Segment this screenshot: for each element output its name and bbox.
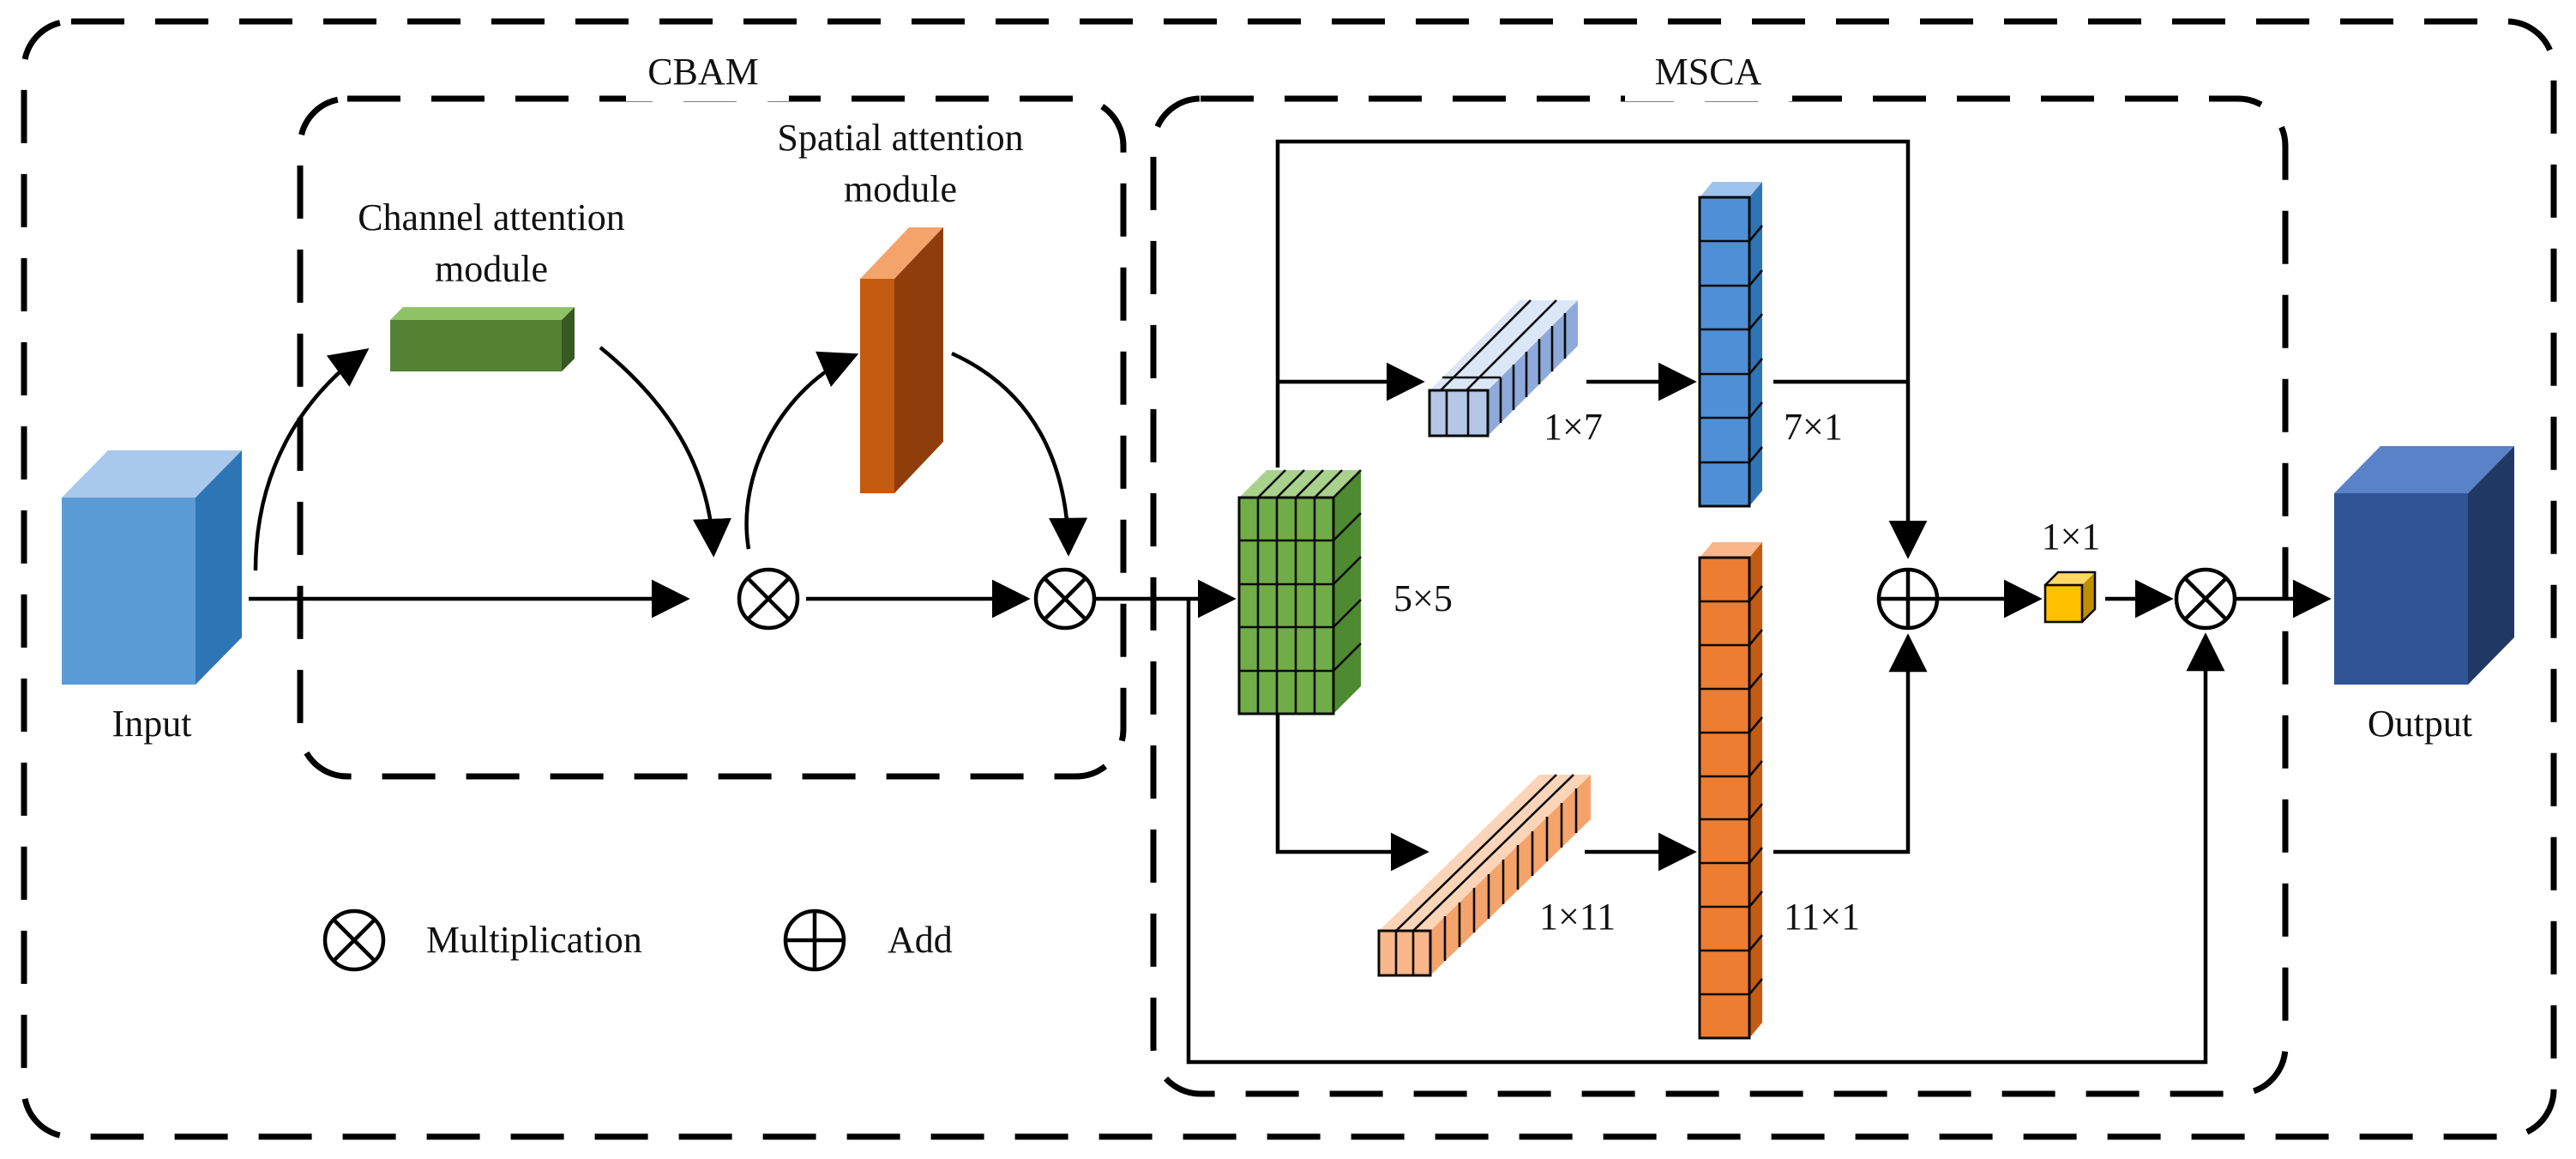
spatial-attention-title-line1: Spatial attention (777, 117, 1023, 159)
cbam-title: CBAM (647, 51, 759, 93)
output-label: Output (2368, 703, 2472, 745)
residual-line (1186, 599, 2225, 1065)
grid-5x5 (1237, 469, 1362, 715)
arrow-to-1x11 (1275, 714, 1429, 872)
outer-frame (21, 18, 2557, 1140)
input-label: Input (112, 703, 192, 745)
spatial-attention-block (860, 227, 943, 493)
multiply-op-2-cross (1043, 576, 1087, 621)
strip-1x11 (1377, 774, 1591, 977)
arrow-11x1-to-add (1773, 633, 1928, 854)
channel-attention-title-line1: Channel attention (358, 196, 625, 238)
multiply-op-3-cross (2183, 576, 2228, 621)
label-5x5: 5×5 (1393, 577, 1453, 619)
column-7x1 (1698, 182, 1763, 508)
arrow-input-to-channel (253, 348, 370, 571)
label-1x7: 1×7 (1544, 406, 1603, 448)
msca-title: MSCA (1655, 51, 1762, 93)
label-1x11: 1×11 (1539, 896, 1616, 938)
strip-1x7 (1428, 299, 1578, 438)
top-bypass-line (1275, 139, 1928, 559)
channel-attention-title-line2: module (435, 248, 548, 290)
spatial-attention-title-line2: module (844, 168, 957, 210)
label-7x1: 7×1 (1784, 406, 1843, 448)
input-cube (62, 450, 242, 685)
legend-multiplication-label: Multiplication (426, 919, 642, 961)
column-11x1 (1698, 542, 1763, 1040)
legend-add-label: Add (888, 919, 953, 961)
label-11x1: 11×1 (1784, 896, 1860, 938)
legend: Multiplication Add (322, 908, 953, 972)
arrow-channel-to-mult1 (599, 346, 731, 558)
arrow-spatial-to-mult2 (951, 351, 1088, 557)
cube-1x1 (2043, 570, 2097, 624)
label-1x1: 1×1 (2042, 516, 2101, 558)
add-op-plus (1879, 570, 1937, 628)
multiply-op-1-cross (746, 576, 791, 621)
arrow-mult1-to-spatial (744, 351, 859, 550)
channel-attention-block (390, 307, 575, 371)
output-cube (2334, 446, 2514, 685)
